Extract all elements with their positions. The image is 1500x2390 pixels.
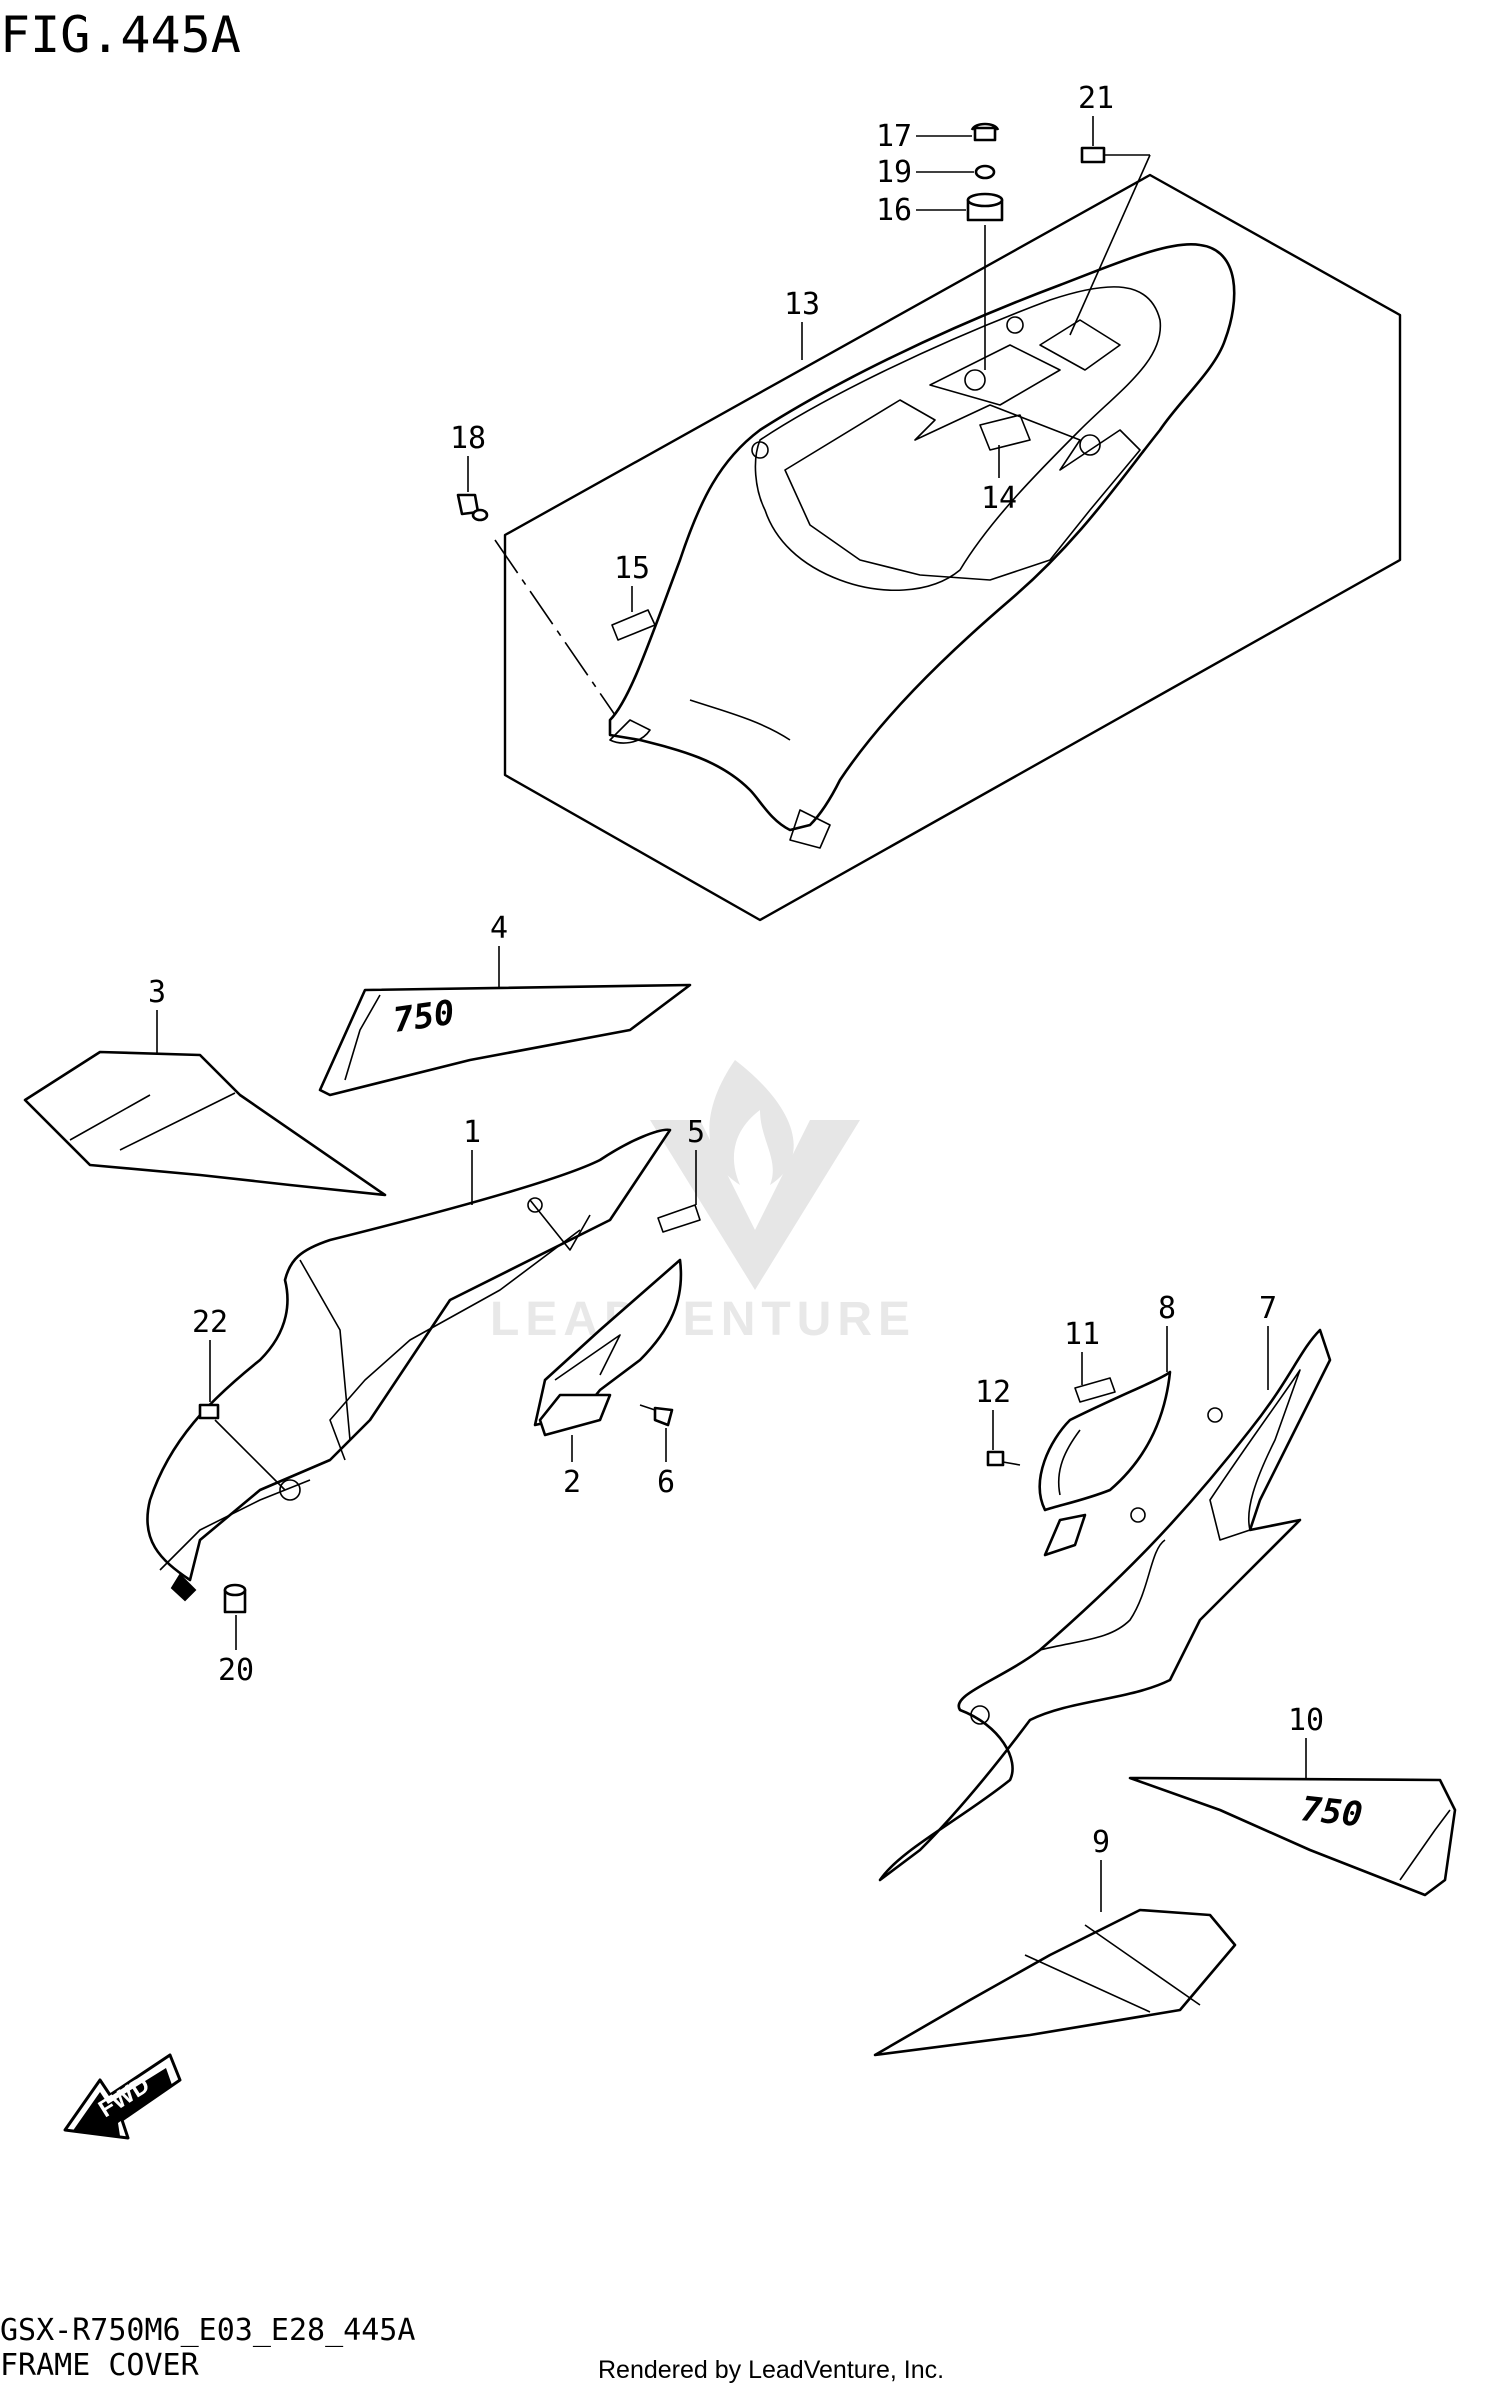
grommet-16-top <box>966 192 1004 208</box>
frame-cover-part-7-inner <box>1209 1369 1301 1541</box>
callout-20: 20 <box>218 1653 254 1688</box>
seat-opening <box>754 286 1162 592</box>
inner-panel-part-2-bracket <box>538 1393 612 1437</box>
callouts: 1 2 3 4 5 6 7 8 9 10 11 12 13 <box>148 81 1324 1912</box>
tail-shell <box>608 243 1236 832</box>
callout-12: 12 <box>975 1375 1011 1410</box>
frame-cover-part-1-bracket <box>529 1199 591 1251</box>
callout-9: 9 <box>1092 1825 1110 1860</box>
screw-6-icon <box>653 1406 674 1427</box>
inner-panel-part-8 <box>1038 1370 1172 1512</box>
frame-cover-part-1-crease <box>329 1229 581 1461</box>
seat-frame-inner <box>784 399 1141 581</box>
callout-8: 8 <box>1158 1291 1176 1326</box>
callout-3: 3 <box>148 975 166 1010</box>
frame-cover-part-7-crease <box>1039 1539 1166 1651</box>
callout-14: 14 <box>981 481 1017 516</box>
figure-title: FIG.445A <box>0 6 241 64</box>
shell-crease <box>689 699 791 741</box>
rendered-by-credit: Rendered by LeadVenture, Inc. <box>598 2356 944 2384</box>
mount-hole <box>527 1197 543 1213</box>
screw-18-tip <box>471 508 489 522</box>
mount-hole <box>964 369 986 391</box>
mount-hole <box>970 1705 990 1725</box>
cover-part-9-stripes <box>1024 1924 1201 2013</box>
bolt-17-icon <box>970 122 1000 142</box>
mount-hole <box>1079 434 1101 456</box>
label-11-shape <box>1074 1377 1116 1403</box>
screw-21-leader <box>1069 154 1151 336</box>
seat-tail-assembly <box>503 173 1402 922</box>
screw-18-leader <box>494 539 616 716</box>
watermark-text: LEADVENTURE <box>490 1293 916 1346</box>
screw-21-icon <box>1080 146 1106 164</box>
decal-part-10 <box>1128 1776 1457 1897</box>
screw-6-shaft <box>639 1404 656 1411</box>
cover-part-9 <box>873 1908 1237 2057</box>
cover-clip <box>170 1573 197 1602</box>
assembly-box-outline <box>503 173 1402 922</box>
callout-17: 17 <box>876 119 912 154</box>
shell-tab-bottom <box>789 809 831 849</box>
callout-15: 15 <box>614 551 650 586</box>
screw-22-icon <box>198 1403 220 1420</box>
screw-12-icon <box>986 1450 1005 1467</box>
model-code: GSX-R750M6_E03_E28_445A <box>0 2313 415 2348</box>
mount-hole <box>1130 1507 1146 1523</box>
seat-bracket-rear <box>1039 319 1121 371</box>
fwd-arrow-body <box>72 2068 172 2136</box>
mount-hole <box>279 1479 301 1501</box>
callout-18: 18 <box>450 421 486 456</box>
leadventure-watermark: LEADVENTURE <box>490 1060 916 1346</box>
section-name: FRAME COVER <box>0 2348 200 2383</box>
grommet-20-top <box>223 1583 247 1597</box>
callout-1: 1 <box>463 1115 481 1150</box>
callout-2: 2 <box>563 1465 581 1500</box>
inner-panel-part-8-crease <box>1057 1429 1081 1496</box>
decal-4-text: 750 <box>391 993 457 1041</box>
decal-part-4 <box>318 983 692 1097</box>
screw-22-leader <box>214 1419 286 1491</box>
decal-part-4-edge <box>344 994 381 1081</box>
decal-part-10-edge <box>1399 1809 1451 1881</box>
callout-13: 13 <box>784 287 820 322</box>
screw-18 <box>456 493 616 716</box>
screw-21 <box>1069 146 1151 336</box>
shell-tab-front <box>609 719 651 744</box>
mount-hole <box>751 441 769 459</box>
decal-10-text: 750 <box>1299 1789 1364 1835</box>
inner-panel-part-2-crease <box>554 1334 621 1381</box>
seat-bracket <box>929 344 1061 406</box>
label-14-shape <box>979 414 1031 451</box>
label-15-shape <box>611 609 656 641</box>
inner-panel-part-8-bracket <box>1043 1513 1087 1557</box>
callout-5: 5 <box>687 1115 705 1150</box>
mount-hole <box>1006 316 1024 334</box>
callout-16: 16 <box>876 193 912 228</box>
cover-part-3 <box>23 1050 387 1197</box>
washer-19-icon <box>974 164 996 180</box>
frame-cover-part-1 <box>146 1128 672 1582</box>
callout-11: 11 <box>1064 1317 1100 1352</box>
callout-10: 10 <box>1288 1703 1324 1738</box>
grommet-stack <box>966 122 1004 370</box>
frame-cover-part-7 <box>878 1328 1332 1882</box>
callout-21: 21 <box>1078 81 1114 116</box>
callout-22: 22 <box>192 1305 228 1340</box>
screw-12-shaft <box>1002 1461 1021 1466</box>
frame-cover-part-1-inner <box>299 1259 351 1441</box>
cover-part-3-stripes <box>69 1092 236 1151</box>
callout-7: 7 <box>1259 1291 1277 1326</box>
label-5-shape <box>657 1204 701 1233</box>
callout-6: 6 <box>657 1465 675 1500</box>
callout-19: 19 <box>876 155 912 190</box>
mount-hole <box>1207 1407 1223 1423</box>
fwd-direction-arrow: FWD <box>63 2053 182 2140</box>
callout-4: 4 <box>490 911 508 946</box>
